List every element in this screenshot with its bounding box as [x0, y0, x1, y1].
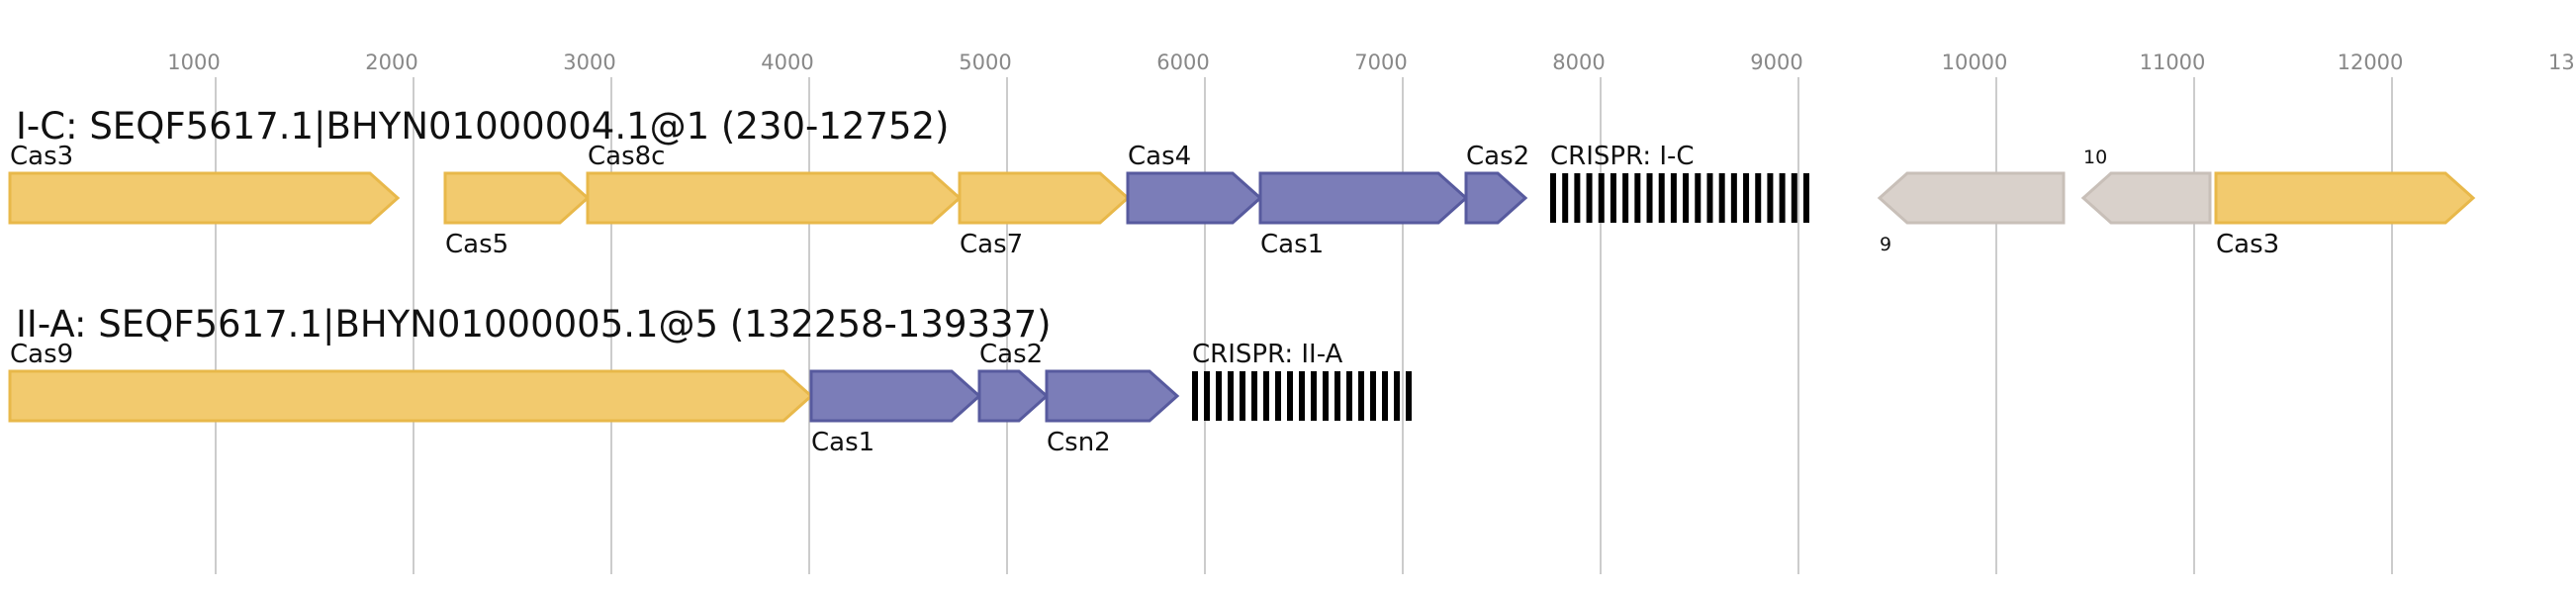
gene-label: Cas9 — [10, 340, 73, 369]
crispr-label: CRISPR: I-C — [1550, 142, 1695, 171]
tick-label: 8000 — [1552, 50, 1605, 74]
gene-label: 10 — [2083, 147, 2107, 168]
gene-arrow-cas2 — [977, 369, 1050, 423]
crispr-repeat — [1192, 371, 1198, 421]
crispr-repeat — [1743, 173, 1750, 223]
crispr-repeat — [1287, 371, 1293, 421]
track-title: I-C: SEQF5617.1|BHYN01000004.1@1 (230-12… — [16, 105, 949, 148]
gene-arrow-csn2 — [1045, 369, 1180, 423]
crispr-repeat — [1803, 173, 1809, 223]
track-i-c: I-C: SEQF5617.1|BHYN01000004.1@1 (230-12… — [8, 105, 2476, 259]
crispr-repeat — [1718, 173, 1725, 223]
tick-label: 2000 — [365, 50, 417, 74]
crispr-label: CRISPR: II-A — [1192, 340, 1343, 369]
gene-row: Cas3Cas5Cas8cCas7Cas4Cas1Cas2910Cas3CRIS… — [8, 142, 2476, 259]
crispr-repeat — [1299, 371, 1305, 421]
crispr-repeat — [1406, 371, 1412, 421]
tick-label: 6000 — [1156, 50, 1209, 74]
tick-label: 1000 — [167, 50, 220, 74]
tick-label: 4000 — [761, 50, 813, 74]
crispr-repeat — [1730, 173, 1737, 223]
tick-label: 3000 — [563, 50, 615, 74]
gene-arrow-9 — [1877, 171, 2066, 225]
crispr-repeat — [1622, 173, 1629, 223]
crispr-repeat — [1670, 173, 1677, 223]
crispr-repeat — [1251, 371, 1257, 421]
gene-arrow-cas4 — [1126, 171, 1263, 225]
gene-label: Cas5 — [445, 230, 508, 259]
gene-arrow-cas7 — [958, 171, 1131, 225]
crispr-repeat — [1658, 173, 1665, 223]
gene-arrow-10 — [2080, 171, 2212, 225]
crispr-repeat — [1346, 371, 1352, 421]
crispr-repeat — [1311, 371, 1317, 421]
crispr-repeat — [1323, 371, 1329, 421]
crispr-repeat — [1263, 371, 1269, 421]
gene-arrow-cas5 — [443, 171, 591, 225]
gene-arrow-cas9 — [8, 369, 814, 423]
crispr-repeat — [1574, 173, 1581, 223]
crispr-repeat — [1382, 371, 1388, 421]
gene-label: Cas3 — [10, 142, 73, 171]
gene-arrow-cas8c — [586, 171, 963, 225]
crispr-repeat — [1240, 371, 1245, 421]
gene-label: Cas8c — [588, 142, 665, 171]
grid-lines — [215, 77, 2393, 574]
crispr-repeat — [1586, 173, 1593, 223]
crispr-repeat — [1767, 173, 1774, 223]
gene-label: 9 — [1880, 234, 1891, 255]
crispr-repeat — [1683, 173, 1690, 223]
crispr-repeat — [1370, 371, 1376, 421]
track-ii-a: II-A: SEQF5617.1|BHYN01000005.1@5 (13225… — [8, 303, 1412, 457]
crispr-repeat — [1216, 371, 1222, 421]
tick-label: 130 — [2548, 50, 2576, 74]
crispr-repeat — [1695, 173, 1702, 223]
gene-label: Cas1 — [811, 428, 874, 457]
gene-label: Cas4 — [1128, 142, 1191, 171]
gene-arrow-cas1 — [809, 369, 982, 423]
crispr-repeat — [1334, 371, 1340, 421]
crispr-repeat — [1791, 173, 1797, 223]
tick-label: 12000 — [2338, 50, 2404, 74]
crispr-repeat — [1610, 173, 1616, 223]
crispr-repeat — [1275, 371, 1281, 421]
gene-label: Cas7 — [960, 230, 1023, 259]
crispr-repeat — [1550, 173, 1556, 223]
axis-tick-labels: 1000 2000 3000 4000 5000 6000 7000 8000 9000 1000… — [167, 50, 2576, 74]
gene-arrow-cas3 — [8, 171, 401, 225]
tick-label: 11000 — [2140, 50, 2206, 74]
crispr-repeat — [1779, 173, 1786, 223]
gene-label: Cas2 — [979, 340, 1043, 369]
crispr-repeat — [1358, 371, 1364, 421]
tick-label: 9000 — [1750, 50, 1802, 74]
gene-label: Cas1 — [1260, 230, 1324, 259]
crispr-repeat — [1706, 173, 1713, 223]
gene-label: Cas2 — [1466, 142, 1529, 171]
crispr-repeat — [1394, 371, 1400, 421]
tick-label: 7000 — [1354, 50, 1407, 74]
gene-arrow-cas3 — [2214, 171, 2476, 225]
crispr-repeat — [1228, 371, 1234, 421]
gene-label: Cas3 — [2216, 230, 2279, 259]
crispr-repeat — [1562, 173, 1569, 223]
tick-label: 10000 — [1942, 50, 2008, 74]
crispr-repeat — [1755, 173, 1762, 223]
track-title: II-A: SEQF5617.1|BHYN01000005.1@5 (13225… — [16, 303, 1052, 346]
gene-arrow-cas2 — [1464, 171, 1528, 225]
crispr-repeat — [1646, 173, 1653, 223]
crispr-repeat — [1634, 173, 1641, 223]
gene-label: Csn2 — [1047, 428, 1111, 457]
crispr-repeat — [1598, 173, 1605, 223]
tick-label: 5000 — [959, 50, 1011, 74]
crispr-repeat — [1204, 371, 1210, 421]
gene-arrow-cas1 — [1258, 171, 1469, 225]
